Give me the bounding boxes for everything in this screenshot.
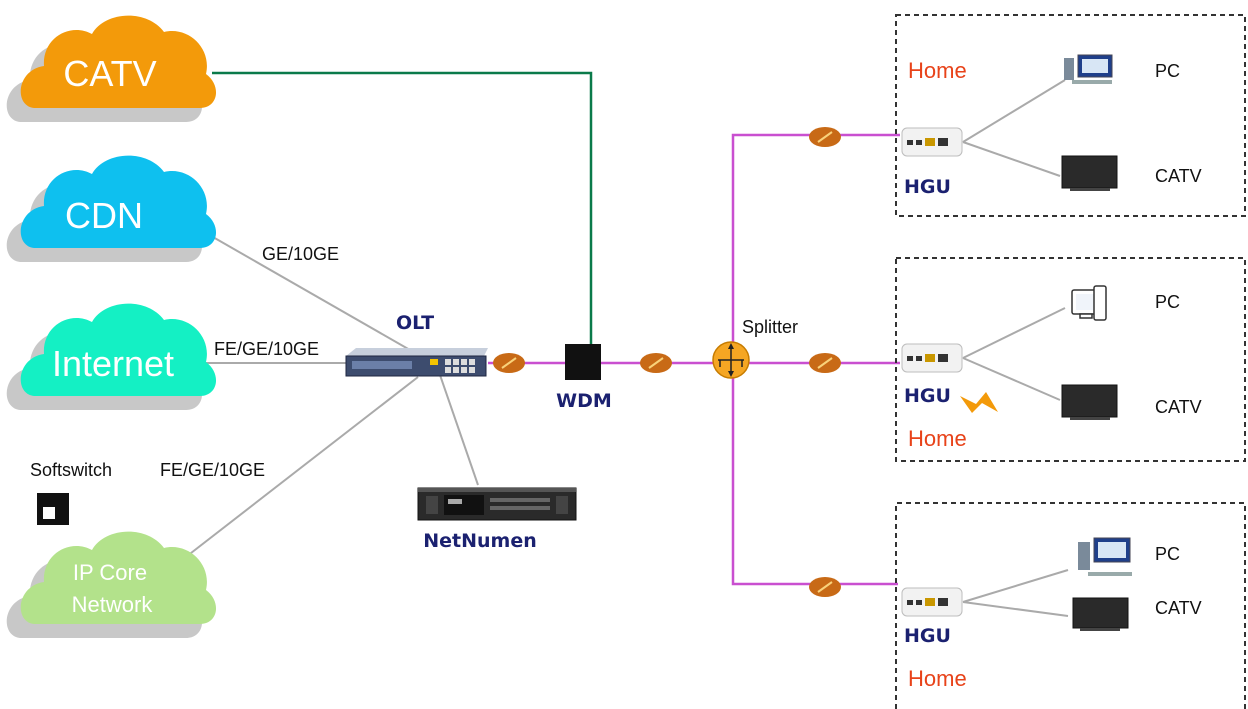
home-box-3 <box>895 502 1246 709</box>
pc-icon-2 <box>1071 285 1107 321</box>
tv-label-1: CATV <box>1155 166 1202 186</box>
internet-cloud: Internet <box>6 303 217 410</box>
hgu-links <box>962 79 1069 617</box>
home-box-1 <box>895 14 1246 217</box>
fiber-connector-icons <box>493 127 841 597</box>
wdm-device-icon <box>565 344 601 380</box>
tv-label-3: CATV <box>1155 598 1202 618</box>
hgu-router-icon-2 <box>901 343 963 373</box>
ipcore-cloud: IP Core Network <box>6 531 217 638</box>
ipcore-link-label: FE/GE/10GE <box>160 460 265 480</box>
cdn-cloud-label: CDN <box>65 195 143 236</box>
tv-icon-3 <box>1072 597 1129 631</box>
softswitch-label: Softswitch <box>30 460 112 480</box>
splitter-label: Splitter <box>742 317 798 337</box>
ipcore-olt-link <box>181 376 419 561</box>
catv-feed-line <box>212 71 593 344</box>
olt-label: OLT <box>396 312 434 334</box>
ipcore-cloud-label-1: IP Core <box>73 560 147 585</box>
ipcore-cloud-label-2: Network <box>72 592 154 617</box>
pc-label-3: PC <box>1155 544 1180 564</box>
internet-link-label: FE/GE/10GE <box>214 339 319 359</box>
home-label-3: Home <box>908 666 967 691</box>
home-label-1: Home <box>908 58 967 83</box>
wdm-label: WDM <box>556 390 612 412</box>
hgu-label-2: HGU <box>904 385 951 407</box>
pc-icon-3 <box>1078 537 1132 576</box>
internet-cloud-label: Internet <box>52 343 174 384</box>
cdn-olt-link <box>191 224 411 351</box>
netnumen-server-icon <box>417 487 577 521</box>
catv-cloud-label: CATV <box>63 53 156 94</box>
cdn-cloud: CDN <box>6 155 217 262</box>
cdn-link-label: GE/10GE <box>262 244 339 264</box>
pc-icon-1 <box>1064 54 1113 84</box>
netnumen-label: NetNumen <box>423 530 537 552</box>
olt-netnumen-link <box>439 374 479 486</box>
softswitch-icon <box>37 493 69 525</box>
hgu-label-3: HGU <box>904 625 951 647</box>
tv-icon-2 <box>1061 384 1118 420</box>
tv-label-2: CATV <box>1155 397 1202 417</box>
pc-label-1: PC <box>1155 61 1180 81</box>
splitter-icon <box>712 341 750 379</box>
home-label-2: Home <box>908 426 967 451</box>
tv-icon-1 <box>1061 155 1118 191</box>
wireless-signal-icon <box>960 392 998 413</box>
olt-device-icon <box>345 348 488 377</box>
hgu-label-1: HGU <box>904 176 951 198</box>
home-box-2 <box>895 257 1246 462</box>
pc-label-2: PC <box>1155 292 1180 312</box>
hgu-router-icon-3 <box>901 587 963 617</box>
hgu-router-icon-1 <box>901 127 963 157</box>
catv-cloud: CATV <box>6 15 217 123</box>
